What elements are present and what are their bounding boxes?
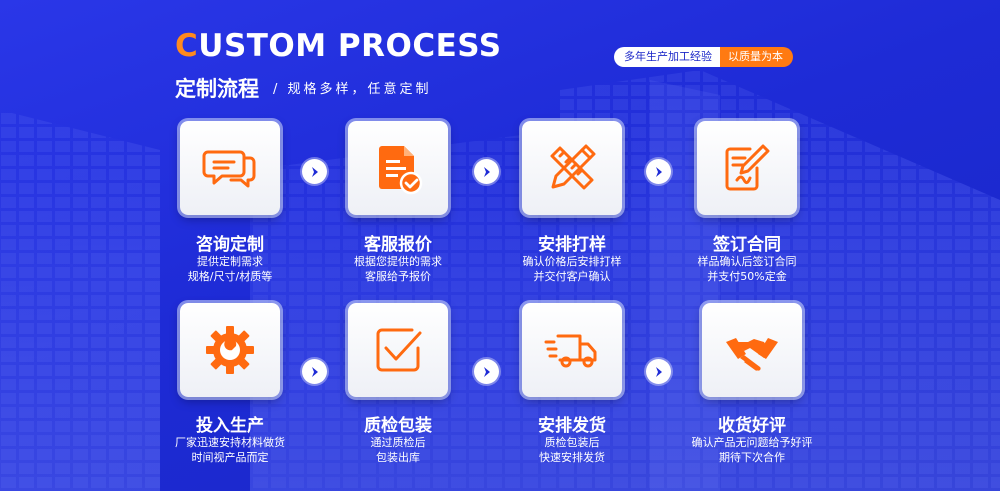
handshake-icon bbox=[726, 338, 778, 371]
step-7-icon-box bbox=[522, 303, 622, 397]
step-3-icon-box bbox=[522, 121, 622, 215]
title-subtitle: / 规格多样，任意定制 bbox=[273, 82, 432, 97]
step-5-desc-line-1: 厂家迅速安持材料做货 bbox=[175, 436, 285, 449]
step-6-desc-line-2: 包装出库 bbox=[376, 451, 420, 464]
step-1-desc-line-1: 提供定制需求 bbox=[197, 255, 263, 268]
delivery-truck-icon bbox=[544, 334, 597, 368]
step-4-desc-line-2: 并支付50%定金 bbox=[707, 270, 787, 283]
step-2-desc-line-1: 根据您提供的需求 bbox=[354, 255, 442, 268]
title-rest: USTOM PROCESS bbox=[198, 28, 502, 64]
badge-experience: 多年生产加工经验 bbox=[614, 47, 720, 67]
step-4-title: 签订合同 bbox=[713, 235, 781, 255]
step-8-desc-line-2: 期待下次合作 bbox=[719, 451, 785, 464]
step-6-icon-box bbox=[348, 303, 448, 397]
title-first-letter: C bbox=[175, 28, 199, 64]
step-3-desc-line-1: 确认价格后安排打样 bbox=[522, 255, 622, 268]
step-4-desc-line-1: 样品确认后签订合同 bbox=[697, 255, 797, 268]
step-7-desc-line-2: 快速安排发货 bbox=[539, 451, 605, 464]
step-1-icon-box bbox=[180, 121, 280, 215]
step-2-icon-box bbox=[348, 121, 448, 215]
experience-badge: 多年生产加工经验 以质量为本 bbox=[614, 47, 793, 67]
step-2-title: 客服报价 bbox=[364, 235, 432, 255]
step-1-title: 咨询定制 bbox=[196, 235, 264, 255]
step-5-desc-line-2: 时间视产品而定 bbox=[191, 451, 269, 464]
step-8-desc-line-1: 确认产品无问题给予好评 bbox=[691, 436, 813, 449]
arrow-right-icon bbox=[302, 359, 327, 384]
step-6-desc-line-1: 通过质检后 bbox=[370, 436, 426, 449]
step-7-title: 安排发货 bbox=[538, 416, 606, 436]
step-3-title: 安排打样 bbox=[538, 235, 606, 255]
step-1-desc-line-2: 规格/尺寸/材质等 bbox=[187, 270, 273, 283]
step-2-desc-line-2: 客服给予报价 bbox=[365, 270, 431, 283]
title-english: CUSTOM PROCESS bbox=[175, 28, 502, 64]
step-8-title: 收货好评 bbox=[718, 416, 786, 436]
arrow-right-icon bbox=[646, 359, 671, 384]
quote-document-icon bbox=[379, 146, 423, 195]
arrow-right-icon bbox=[474, 159, 499, 184]
step-3-desc-line-2: 并交付客户确认 bbox=[533, 270, 611, 283]
step-6-title: 质检包装 bbox=[364, 416, 432, 436]
step-7-desc-line-1: 质检包装后 bbox=[544, 436, 600, 449]
arrow-right-icon bbox=[302, 159, 327, 184]
step-5-icon-box bbox=[180, 303, 280, 397]
chat-bubbles-icon bbox=[202, 150, 256, 188]
step-5-title: 投入生产 bbox=[196, 416, 264, 436]
step-4-icon-box bbox=[697, 121, 797, 215]
checkbox-icon bbox=[376, 328, 422, 372]
ruler-pencil-icon bbox=[550, 144, 596, 190]
title-chinese: 定制流程 bbox=[175, 77, 259, 101]
badge-quality: 以质量为本 bbox=[720, 47, 793, 67]
arrow-right-icon bbox=[646, 159, 671, 184]
step-8-icon-box bbox=[702, 303, 802, 397]
gear-wrench-icon bbox=[206, 326, 254, 374]
sign-contract-icon bbox=[725, 144, 770, 191]
arrow-right-icon bbox=[474, 359, 499, 384]
